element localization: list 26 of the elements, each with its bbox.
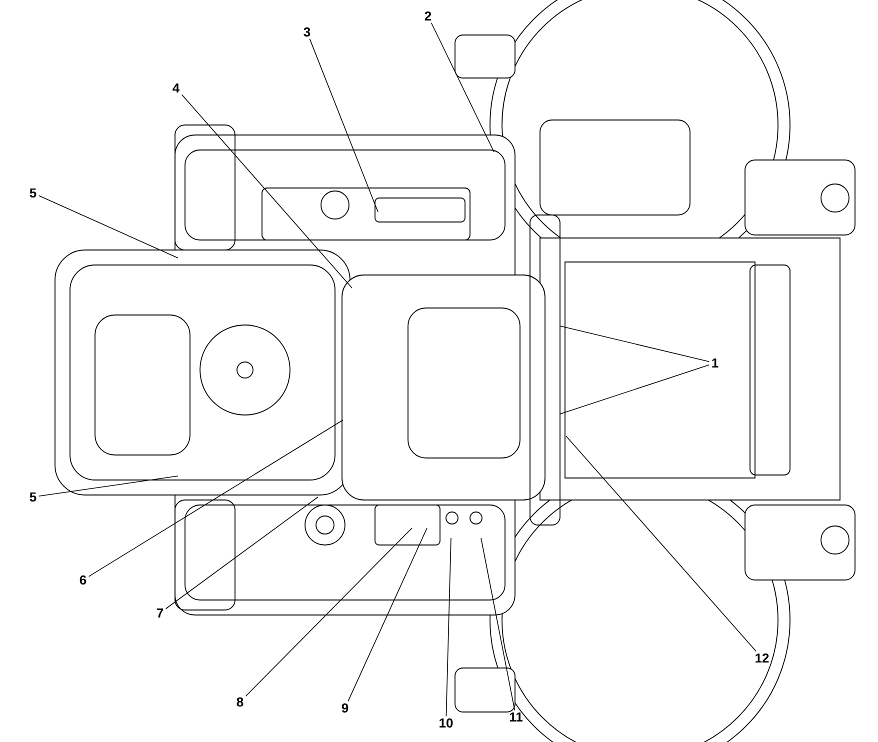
callout-number: 1 (712, 358, 718, 368)
leader-line (348, 528, 428, 702)
leader-line (566, 436, 756, 652)
callout-number: 7 (156, 608, 164, 618)
callout-number: 9 (342, 703, 348, 713)
callout-number: 12 (756, 653, 769, 663)
leader-line (309, 38, 378, 212)
callout-number: 11 (510, 712, 523, 722)
callout-number: 6 (80, 575, 86, 585)
callout-number: 5 (30, 188, 36, 198)
callout-number: 3 (304, 27, 310, 37)
callout-number: 5 (30, 492, 36, 502)
callout-number: 8 (236, 697, 244, 707)
leader-line (38, 195, 178, 258)
leader-line (446, 538, 452, 717)
callout-number: 10 (440, 718, 453, 728)
leader-line (245, 528, 412, 697)
leader-line (480, 538, 516, 711)
leader-line (88, 420, 344, 577)
callout-number: 2 (424, 11, 432, 21)
leader-line (560, 326, 710, 362)
leader-line (560, 364, 710, 414)
leader-line (181, 94, 352, 288)
leader-line (38, 476, 178, 497)
leader-line (430, 22, 494, 152)
callout-number: 4 (172, 84, 180, 92)
